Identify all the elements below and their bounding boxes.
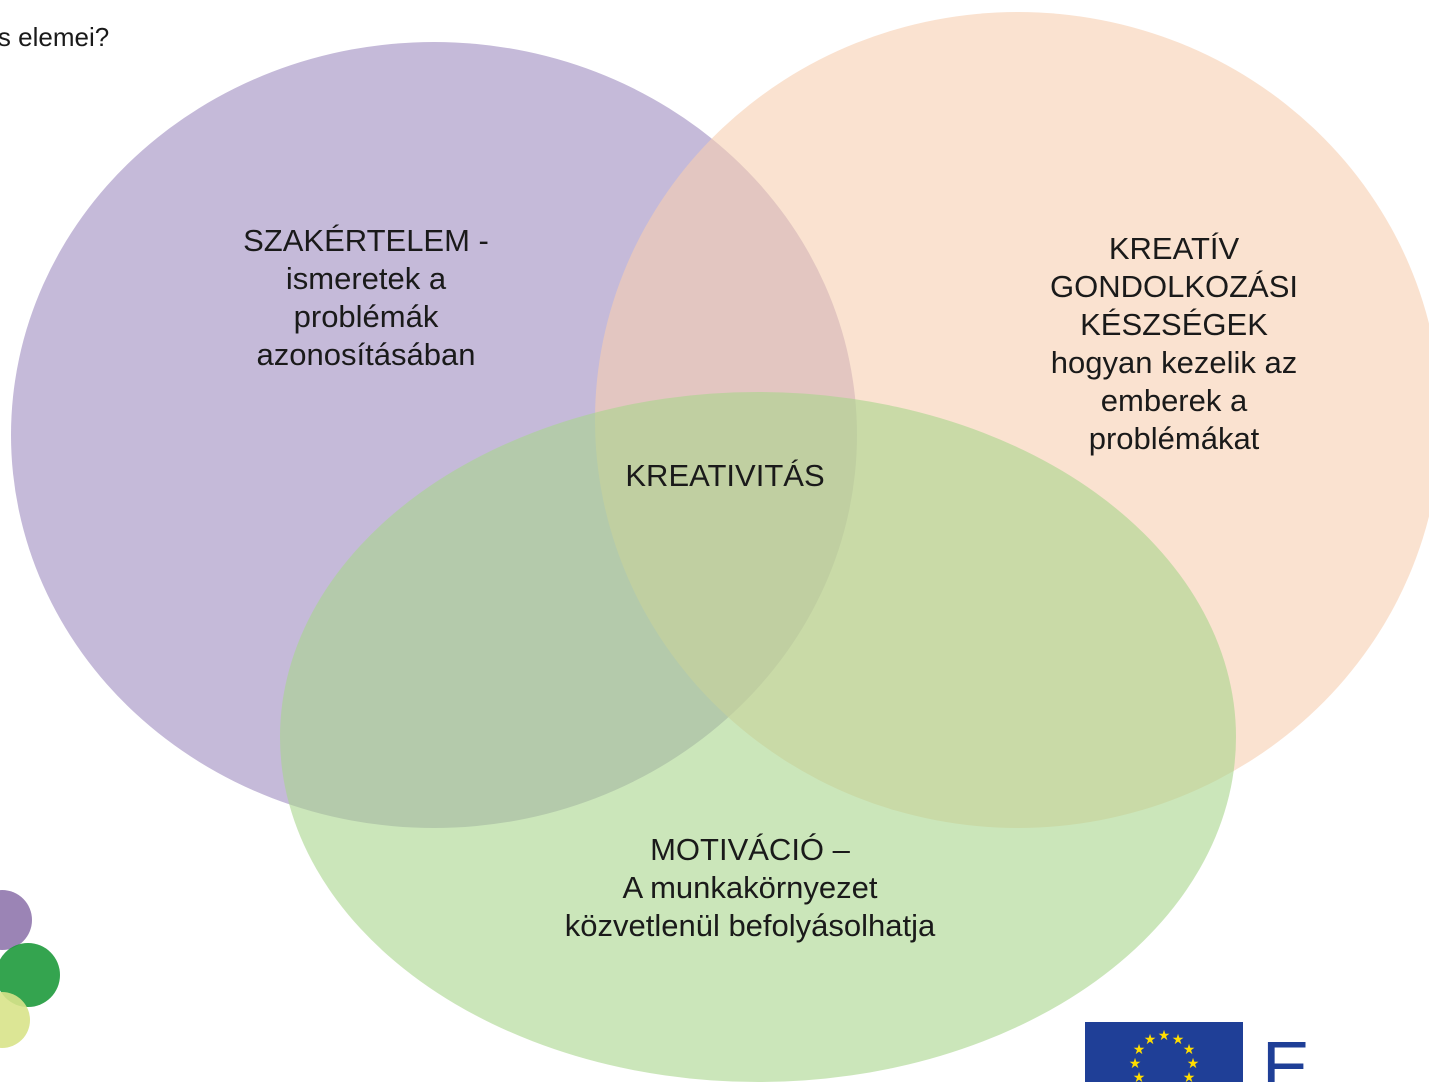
logo-circle-purple: [0, 890, 32, 950]
label-motivation-line: közvetlenül befolyásolhatja: [564, 908, 936, 943]
eu-text: E: [1262, 1028, 1311, 1082]
label-expertise: SZAKÉRTELEM - ismeretek a problémák azon…: [186, 222, 546, 374]
label-thinking-line: GONDOLKOZÁSI: [1049, 269, 1299, 304]
label-thinking-line: KREATÍV: [1108, 231, 1240, 266]
svg-text:★: ★: [1129, 1056, 1142, 1072]
label-expertise-line: ismeretek a: [285, 261, 447, 296]
organization-logo: [0, 890, 60, 1048]
label-expertise-line: azonosításában: [256, 337, 476, 372]
label-motivation-line: A munkakörnyezet: [622, 870, 878, 905]
label-expertise-line: problémák: [293, 299, 439, 334]
svg-text:★: ★: [1183, 1042, 1196, 1058]
logo-circle-green: [0, 943, 60, 1007]
svg-text:★: ★: [1158, 1028, 1171, 1044]
eu-stars-icon: ★ ★ ★ ★ ★ ★ ★ ★ ★: [1129, 1028, 1200, 1082]
label-thinking-line: hogyan kezelik az: [1050, 345, 1298, 380]
label-motivation: MOTIVÁCIÓ – A munkakörnyezet közvetlenül…: [470, 831, 1030, 945]
logo-circle-lime: [0, 992, 30, 1048]
svg-text:★: ★: [1172, 1032, 1185, 1048]
label-thinking-line: KÉSZSÉGEK: [1080, 307, 1268, 342]
label-center-creativity: KREATIVITÁS: [625, 458, 825, 493]
label-expertise-line: SZAKÉRTELEM -: [243, 223, 489, 258]
svg-text:★: ★: [1133, 1042, 1146, 1058]
label-thinking-line: problémákat: [1088, 421, 1260, 456]
label-creative-thinking: KREATÍV GONDOLKOZÁSI KÉSZSÉGEK hogyan ke…: [1000, 230, 1348, 458]
svg-text:★: ★: [1144, 1032, 1157, 1048]
label-motivation-line: MOTIVÁCIÓ –: [650, 832, 850, 867]
label-thinking-line: emberek a: [1100, 383, 1248, 418]
eu-flag-icon: ★ ★ ★ ★ ★ ★ ★ ★ ★: [1085, 1022, 1243, 1082]
circle-motivation: [280, 392, 1236, 1082]
svg-text:★: ★: [1133, 1070, 1146, 1082]
svg-text:★: ★: [1187, 1056, 1200, 1072]
slide-title: ativitás elemei?: [0, 22, 110, 52]
svg-text:★: ★: [1183, 1070, 1196, 1082]
